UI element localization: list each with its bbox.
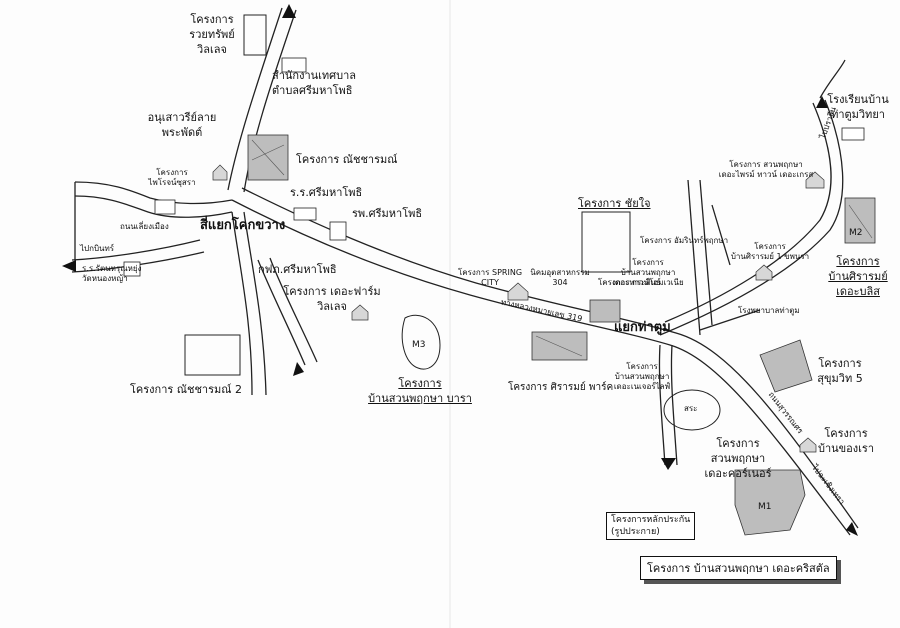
farm-project-label: โครงการ เดอะฟาร์ม วิลเลจ (283, 284, 380, 314)
natcharamon-project-label: โครงการ ณัชชารมณ์ (296, 153, 398, 166)
left-school-line-2: วัดหนองหญ้า (82, 274, 128, 283)
suanphruksa-bara-label: โครงการ บ้านสวนพฤกษา บารา (368, 376, 472, 406)
road-left-small-label: ถนนเลี่ยงเมือง (120, 222, 169, 231)
suanphruksa-bara-line-2: บ้านสวนพฤกษา บารา (368, 392, 472, 405)
farm-project-line-2: วิลเลจ (317, 300, 347, 313)
dee-design-small-line-1: โครงการ สวนพฤกษา (729, 160, 803, 169)
nikom-small-label: นิคมอุตสาหกรรม 304 (530, 268, 589, 288)
sukhumvit5-line-2: สุขุมวิท 5 (817, 372, 863, 385)
municipal-office-label: สำนักงานเทศบาล ตำบลศรีมหาโพธิ (272, 68, 356, 98)
municipal-office-line-2: ตำบลศรีมหาโพธิ (272, 84, 353, 97)
left-arrow-small-label: ไปกบินทร์ (80, 244, 115, 253)
m3-marker: M3 (412, 340, 426, 350)
banphanat-small-line-1: โครงการ (754, 242, 786, 251)
monument-label: อนุเสาวรีย์ลาย พระพัดต์ (148, 110, 217, 140)
banchongra-line-1: โครงการ (824, 427, 868, 440)
dee-design-small-label: โครงการ สวนพฤกษา เดอะไพรม์ ทาวน์ เดอะเกร… (719, 160, 814, 180)
tamarind-small-label: โครงการ อัมรินทร์พฤกษา (640, 236, 729, 245)
nikom-small-line-1: นิคมอุตสาหกรรม (530, 268, 590, 277)
suanphruksa-small-line-3: เดอะทาวน์โฮมเวเนีย (612, 278, 684, 287)
tatum-school-line-1: โรงเรียนบ้าน (827, 93, 889, 106)
chaichai-project-label: โครงการ ชัยใจ (578, 197, 651, 210)
hospital-right-small-label: โรงพยาบาลท่าตูม (738, 306, 800, 315)
legend-box: โครงการหลักประกัน (รูปประกาย) (606, 512, 696, 540)
suanphruksa-townhome-line-1: โครงการ (626, 362, 658, 371)
nikom-small-line-2: 304 (552, 278, 568, 287)
krasin-small-label: โครงการ กระสินธ์ (598, 278, 661, 287)
left-school-line-1: ร.ร.รัตนหรุณหยุ่ง (82, 264, 142, 273)
sukhumvit5-line-1: โครงการ (818, 357, 862, 370)
left-project-small-line-2: ไพโรจน์ซุสรา (148, 178, 196, 187)
legend-line-2: (รูปประกาย) (611, 527, 660, 537)
sirarom-label: โครงการ บ้านศิรารมย์ เดอะบลิส (828, 254, 887, 299)
spring-city-line-1: โครงการ SPRING (457, 268, 523, 277)
sirarom-line-1: โครงการ (836, 255, 880, 268)
left-school-label: ร.ร.รัตนหรุณหยุ่ง วัดหนองหญ้า (82, 264, 142, 284)
monument-line-2: พระพัดต์ (161, 126, 203, 139)
pond-label: สระ (684, 404, 698, 413)
monument-line-1: อนุเสาวรีย์ลาย (147, 111, 217, 124)
suanphruksa-corner-line-3: เดอะคอร์เนอร์ (704, 467, 772, 480)
sirarom-line-2: บ้านศิรารมย์ (828, 270, 888, 283)
royal-village-label: โครงการ รวยทรัพย์ วิลเลจ (189, 12, 234, 57)
legend-line-1: โครงการหลักประกัน (611, 515, 691, 525)
natcharamon2-label: โครงการ ณัชชารมณ์ 2 (130, 383, 242, 396)
intersection-kokkwang-label: สี่แยกโคกขวาง (200, 218, 286, 233)
suanphruksa-corner-line-2: สวนพฤกษา (710, 452, 766, 465)
banchongra-label: โครงการ บ้านของเรา (818, 426, 874, 456)
bottom-project-box: โครงการ บ้านสวนพฤกษา เดอะคริสตัล (640, 556, 837, 580)
royal-village-line-3: วิลเลจ (197, 43, 227, 56)
sirarom-line-3: เดอะบลิส (836, 285, 880, 298)
banphanat-small-line-2: บ้านศิรารมย์ 1 ขพนรา (730, 252, 810, 261)
suanphruksa-townhome-small-label: โครงการ บ้านสวนพฤกษา เดอะเนเจอร์ไลฟ์ (614, 362, 670, 392)
sirarom-park-label: โครงการ ศิรารมย์ พาร์ค (508, 382, 614, 393)
municipal-office-line-1: สำนักงานเทศบาล (272, 69, 357, 82)
suanphruksa-corner-line-1: โครงการ (716, 437, 760, 450)
suanphruksa-small-line-1: โครงการ (632, 258, 664, 267)
m2-marker: M2 (849, 228, 863, 238)
banchongra-line-2: บ้านของเรา (817, 442, 875, 455)
farm-project-line-1: โครงการ เดอะฟาร์ม (283, 285, 381, 298)
sukhumvit5-label: โครงการ สุขุมวิท 5 (817, 356, 862, 386)
police-station-label: กฟภ.ศรีมหาโพธิ (258, 263, 337, 276)
tatum-school-label: โรงเรียนบ้าน ท่าตูมวิทยา (827, 92, 889, 122)
royal-village-line-2: รวยทรัพย์ (189, 28, 235, 41)
suanphruksa-small-line-2: บ้านสวนพฤกษา (620, 268, 676, 277)
intersection-thatum-label: แยกท่าตูม (614, 320, 671, 335)
suanphruksa-townhome-line-2: บ้านสวนพฤกษา (614, 372, 670, 381)
school-srimahaphot-label: ร.ร.ศรีมหาโพธิ (290, 186, 363, 199)
spring-city-label: โครงการ SPRING CITY (458, 268, 522, 288)
banphanat-small-label: โครงการ บ้านศิรารมย์ 1 ขพนรา (731, 242, 809, 262)
left-project-small-line-1: โครงการ (156, 168, 188, 177)
suanphruksa-small-label: โครงการ บ้านสวนพฤกษา เดอะทาวน์โฮมเวเนีย (612, 258, 683, 288)
dee-design-small-line-2: เดอะไพรม์ ทาวน์ เดอะเกรส (718, 170, 814, 179)
suanphruksa-corner-label: โครงการ สวนพฤกษา เดอะคอร์เนอร์ (704, 436, 771, 481)
suanphruksa-townhome-line-3: เดอะเนเจอร์ไลฟ์ (613, 382, 671, 391)
suanphruksa-bara-line-1: โครงการ (398, 377, 442, 390)
tatum-school-line-2: ท่าตูมวิทยา (831, 108, 885, 121)
m1-marker: M1 (758, 502, 772, 512)
left-project-small-label: โครงการ ไพโรจน์ซุสรา (148, 168, 195, 188)
hospital-srimahaphot-label: รพ.ศรีมหาโพธิ (352, 207, 423, 220)
spring-city-line-2: CITY (481, 278, 499, 287)
royal-village-line-1: โครงการ (190, 13, 234, 26)
